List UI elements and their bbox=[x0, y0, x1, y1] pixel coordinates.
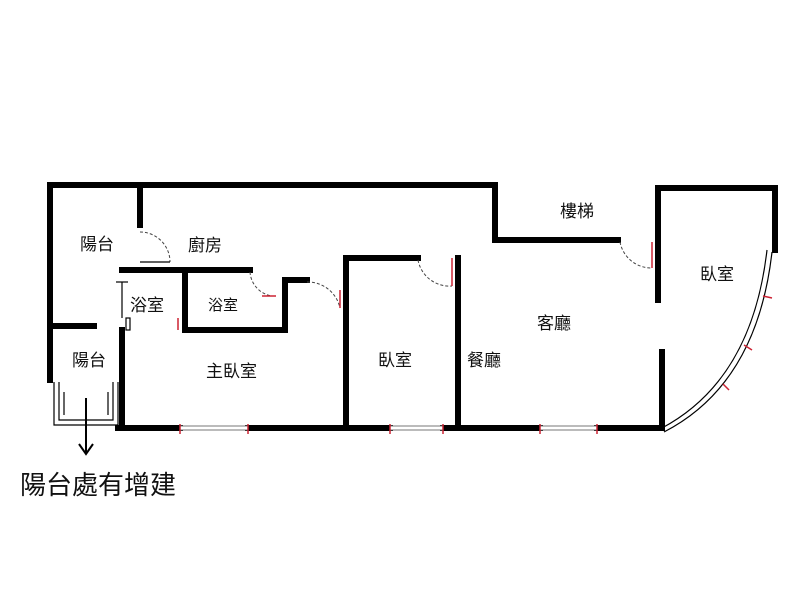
room-label-bedroom-right: 臥室 bbox=[700, 265, 734, 285]
room-label-balcony-bottom: 陽台 bbox=[72, 351, 106, 371]
room-label-balcony-top: 陽台 bbox=[80, 235, 114, 255]
room-label-living-room: 客廳 bbox=[537, 314, 571, 334]
room-label-stairs: 樓梯 bbox=[560, 202, 594, 222]
room-label-master-bedroom: 主臥室 bbox=[206, 362, 257, 382]
room-label-kitchen: 廚房 bbox=[188, 235, 222, 256]
room-label-bedroom-middle: 臥室 bbox=[378, 351, 412, 371]
arrow-icon bbox=[78, 398, 94, 456]
annotation-note: 陽台處有增建 bbox=[20, 471, 176, 501]
room-label-dining-room: 餐廳 bbox=[467, 351, 501, 371]
windows bbox=[179, 424, 598, 434]
walls bbox=[47, 182, 778, 431]
room-label-bath-inner: 浴室 bbox=[208, 296, 238, 314]
curved-window-wall bbox=[661, 249, 773, 433]
room-label-bath-left: 浴室 bbox=[130, 296, 164, 316]
doors bbox=[116, 231, 653, 331]
